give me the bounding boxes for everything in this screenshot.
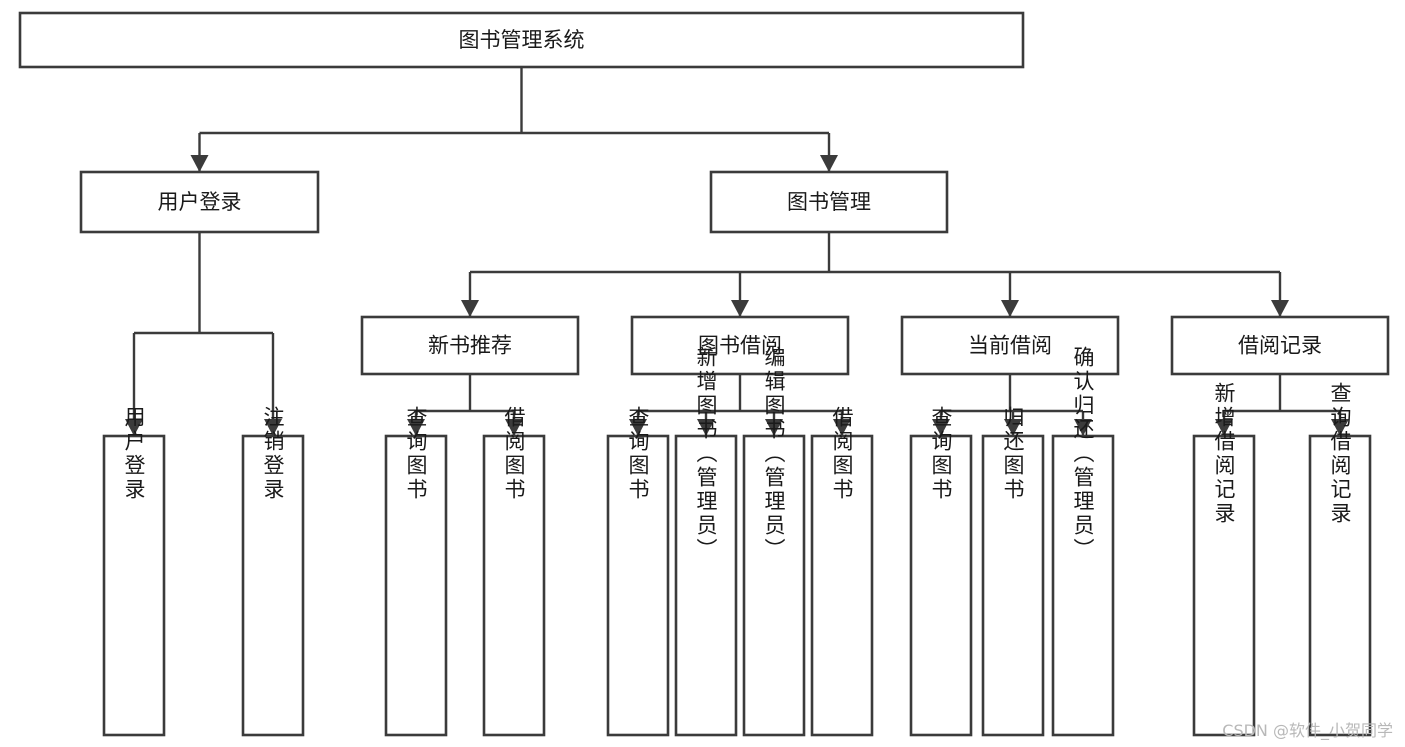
arrow-head-icon	[125, 419, 143, 436]
node-leaf-rec-add-record[interactable]: 新增借阅记录	[1192, 382, 1256, 737]
arrow-head-icon	[1074, 419, 1092, 436]
node-box-new-book-rec[interactable]	[360, 315, 580, 376]
node-box-user-login[interactable]	[79, 170, 320, 234]
node-leaf-rec-query-book[interactable]: 查询图书	[384, 406, 448, 737]
node-label-leaf-cur-query-book: 查询图书	[929, 406, 953, 502]
node-layer: 图书管理系统用户登录图书管理新书推荐图书借阅当前借阅借阅记录用户登录注销登录查询…	[18, 11, 1390, 737]
arrow-head-icon	[1215, 419, 1233, 436]
arrow-head-icon	[190, 155, 209, 172]
node-box-leaf-logout[interactable]	[241, 434, 305, 737]
arrow-head-icon	[264, 419, 282, 436]
node-label-leaf-rec-add-record: 新增借阅记录	[1212, 382, 1236, 526]
node-book-borrow[interactable]: 图书借阅	[630, 315, 850, 376]
node-label-book-borrow: 图书借阅	[698, 334, 782, 358]
node-box-borrow-record[interactable]	[1170, 315, 1390, 376]
node-leaf-borrow-query-book[interactable]: 查询图书	[606, 406, 670, 737]
node-leaf-cur-return-book[interactable]: 归还图书	[981, 406, 1045, 737]
node-label-leaf-cur-confirm-return: 确认归还（管理员）	[1071, 346, 1095, 562]
arrow-head-icon	[820, 155, 838, 172]
arrow-head-icon	[407, 419, 425, 436]
node-leaf-borrow-borrow-book[interactable]: 借阅图书	[810, 406, 874, 737]
node-leaf-cur-query-book[interactable]: 查询图书	[909, 406, 973, 737]
node-label-leaf-rec-query-record: 查询借阅记录	[1328, 382, 1352, 526]
node-label-leaf-borrow-query-book: 查询图书	[626, 406, 650, 502]
node-box-leaf-cur-query-book[interactable]	[909, 434, 973, 737]
node-box-leaf-cur-confirm-return[interactable]	[1051, 434, 1115, 737]
node-label-leaf-borrow-edit-book: 编辑图书（管理员）	[762, 346, 786, 562]
node-label-leaf-borrow-add-book: 新增图书（管理员）	[694, 346, 718, 562]
node-leaf-rec-query-record[interactable]: 查询借阅记录	[1308, 382, 1372, 737]
node-current-borrow[interactable]: 当前借阅	[900, 315, 1120, 376]
node-leaf-borrow-add-book[interactable]: 新增图书（管理员）	[674, 346, 738, 737]
node-label-root: 图书管理系统	[459, 28, 585, 52]
connector-layer	[125, 67, 1349, 436]
node-box-leaf-user-login[interactable]	[102, 434, 166, 737]
arrow-head-icon	[1001, 300, 1019, 317]
node-box-leaf-cur-return-book[interactable]	[981, 434, 1045, 737]
node-borrow-record[interactable]: 借阅记录	[1170, 315, 1390, 376]
node-leaf-cur-confirm-return[interactable]: 确认归还（管理员）	[1051, 346, 1115, 737]
node-new-book-rec[interactable]: 新书推荐	[360, 315, 580, 376]
node-box-book-borrow[interactable]	[630, 315, 850, 376]
node-user-login[interactable]: 用户登录	[79, 170, 320, 234]
node-box-current-borrow[interactable]	[900, 315, 1120, 376]
node-leaf-user-login[interactable]: 用户登录	[102, 406, 166, 737]
node-leaf-borrow-edit-book[interactable]: 编辑图书（管理员）	[742, 346, 806, 737]
node-label-book-manage: 图书管理	[787, 190, 871, 214]
arrow-head-icon	[1331, 419, 1349, 436]
arrow-head-icon	[833, 419, 851, 436]
csdn-watermark: CSDN @软件_小贺同学	[1222, 721, 1393, 740]
arrow-head-icon	[629, 419, 647, 436]
node-box-leaf-borrow-edit-book[interactable]	[742, 434, 806, 737]
node-box-leaf-rec-borrow-book[interactable]	[482, 434, 546, 737]
node-label-current-borrow: 当前借阅	[968, 334, 1052, 358]
node-label-leaf-rec-query-book: 查询图书	[404, 406, 428, 502]
node-label-leaf-user-login: 用户登录	[122, 406, 146, 502]
arrow-head-icon	[461, 300, 479, 317]
arrow-head-icon	[765, 419, 783, 436]
node-label-user-login: 用户登录	[158, 190, 242, 214]
node-label-borrow-record: 借阅记录	[1238, 334, 1322, 358]
node-label-new-book-rec: 新书推荐	[428, 334, 512, 358]
node-box-leaf-borrow-query-book[interactable]	[606, 434, 670, 737]
arrow-head-icon	[932, 419, 950, 436]
arrow-head-icon	[1271, 300, 1289, 317]
node-box-leaf-rec-query-book[interactable]	[384, 434, 448, 737]
node-box-leaf-rec-query-record[interactable]	[1308, 434, 1372, 737]
arrow-head-icon	[731, 300, 749, 317]
arrow-head-icon	[697, 419, 715, 436]
node-label-leaf-logout: 注销登录	[261, 406, 285, 502]
node-book-manage[interactable]: 图书管理	[709, 170, 949, 234]
node-box-book-manage[interactable]	[709, 170, 949, 234]
node-box-leaf-borrow-borrow-book[interactable]	[810, 434, 874, 737]
node-leaf-rec-borrow-book[interactable]: 借阅图书	[482, 406, 546, 737]
node-label-leaf-cur-return-book: 归还图书	[1001, 406, 1025, 502]
node-root[interactable]: 图书管理系统	[18, 11, 1025, 69]
arrow-head-icon	[505, 419, 523, 436]
node-label-leaf-borrow-borrow-book: 借阅图书	[830, 406, 854, 502]
node-label-leaf-rec-borrow-book: 借阅图书	[502, 406, 526, 502]
node-box-leaf-borrow-add-book[interactable]	[674, 434, 738, 737]
node-leaf-logout[interactable]: 注销登录	[241, 406, 305, 737]
arrow-head-icon	[1004, 419, 1022, 436]
node-box-root[interactable]	[18, 11, 1025, 69]
node-box-leaf-rec-add-record[interactable]	[1192, 434, 1256, 737]
